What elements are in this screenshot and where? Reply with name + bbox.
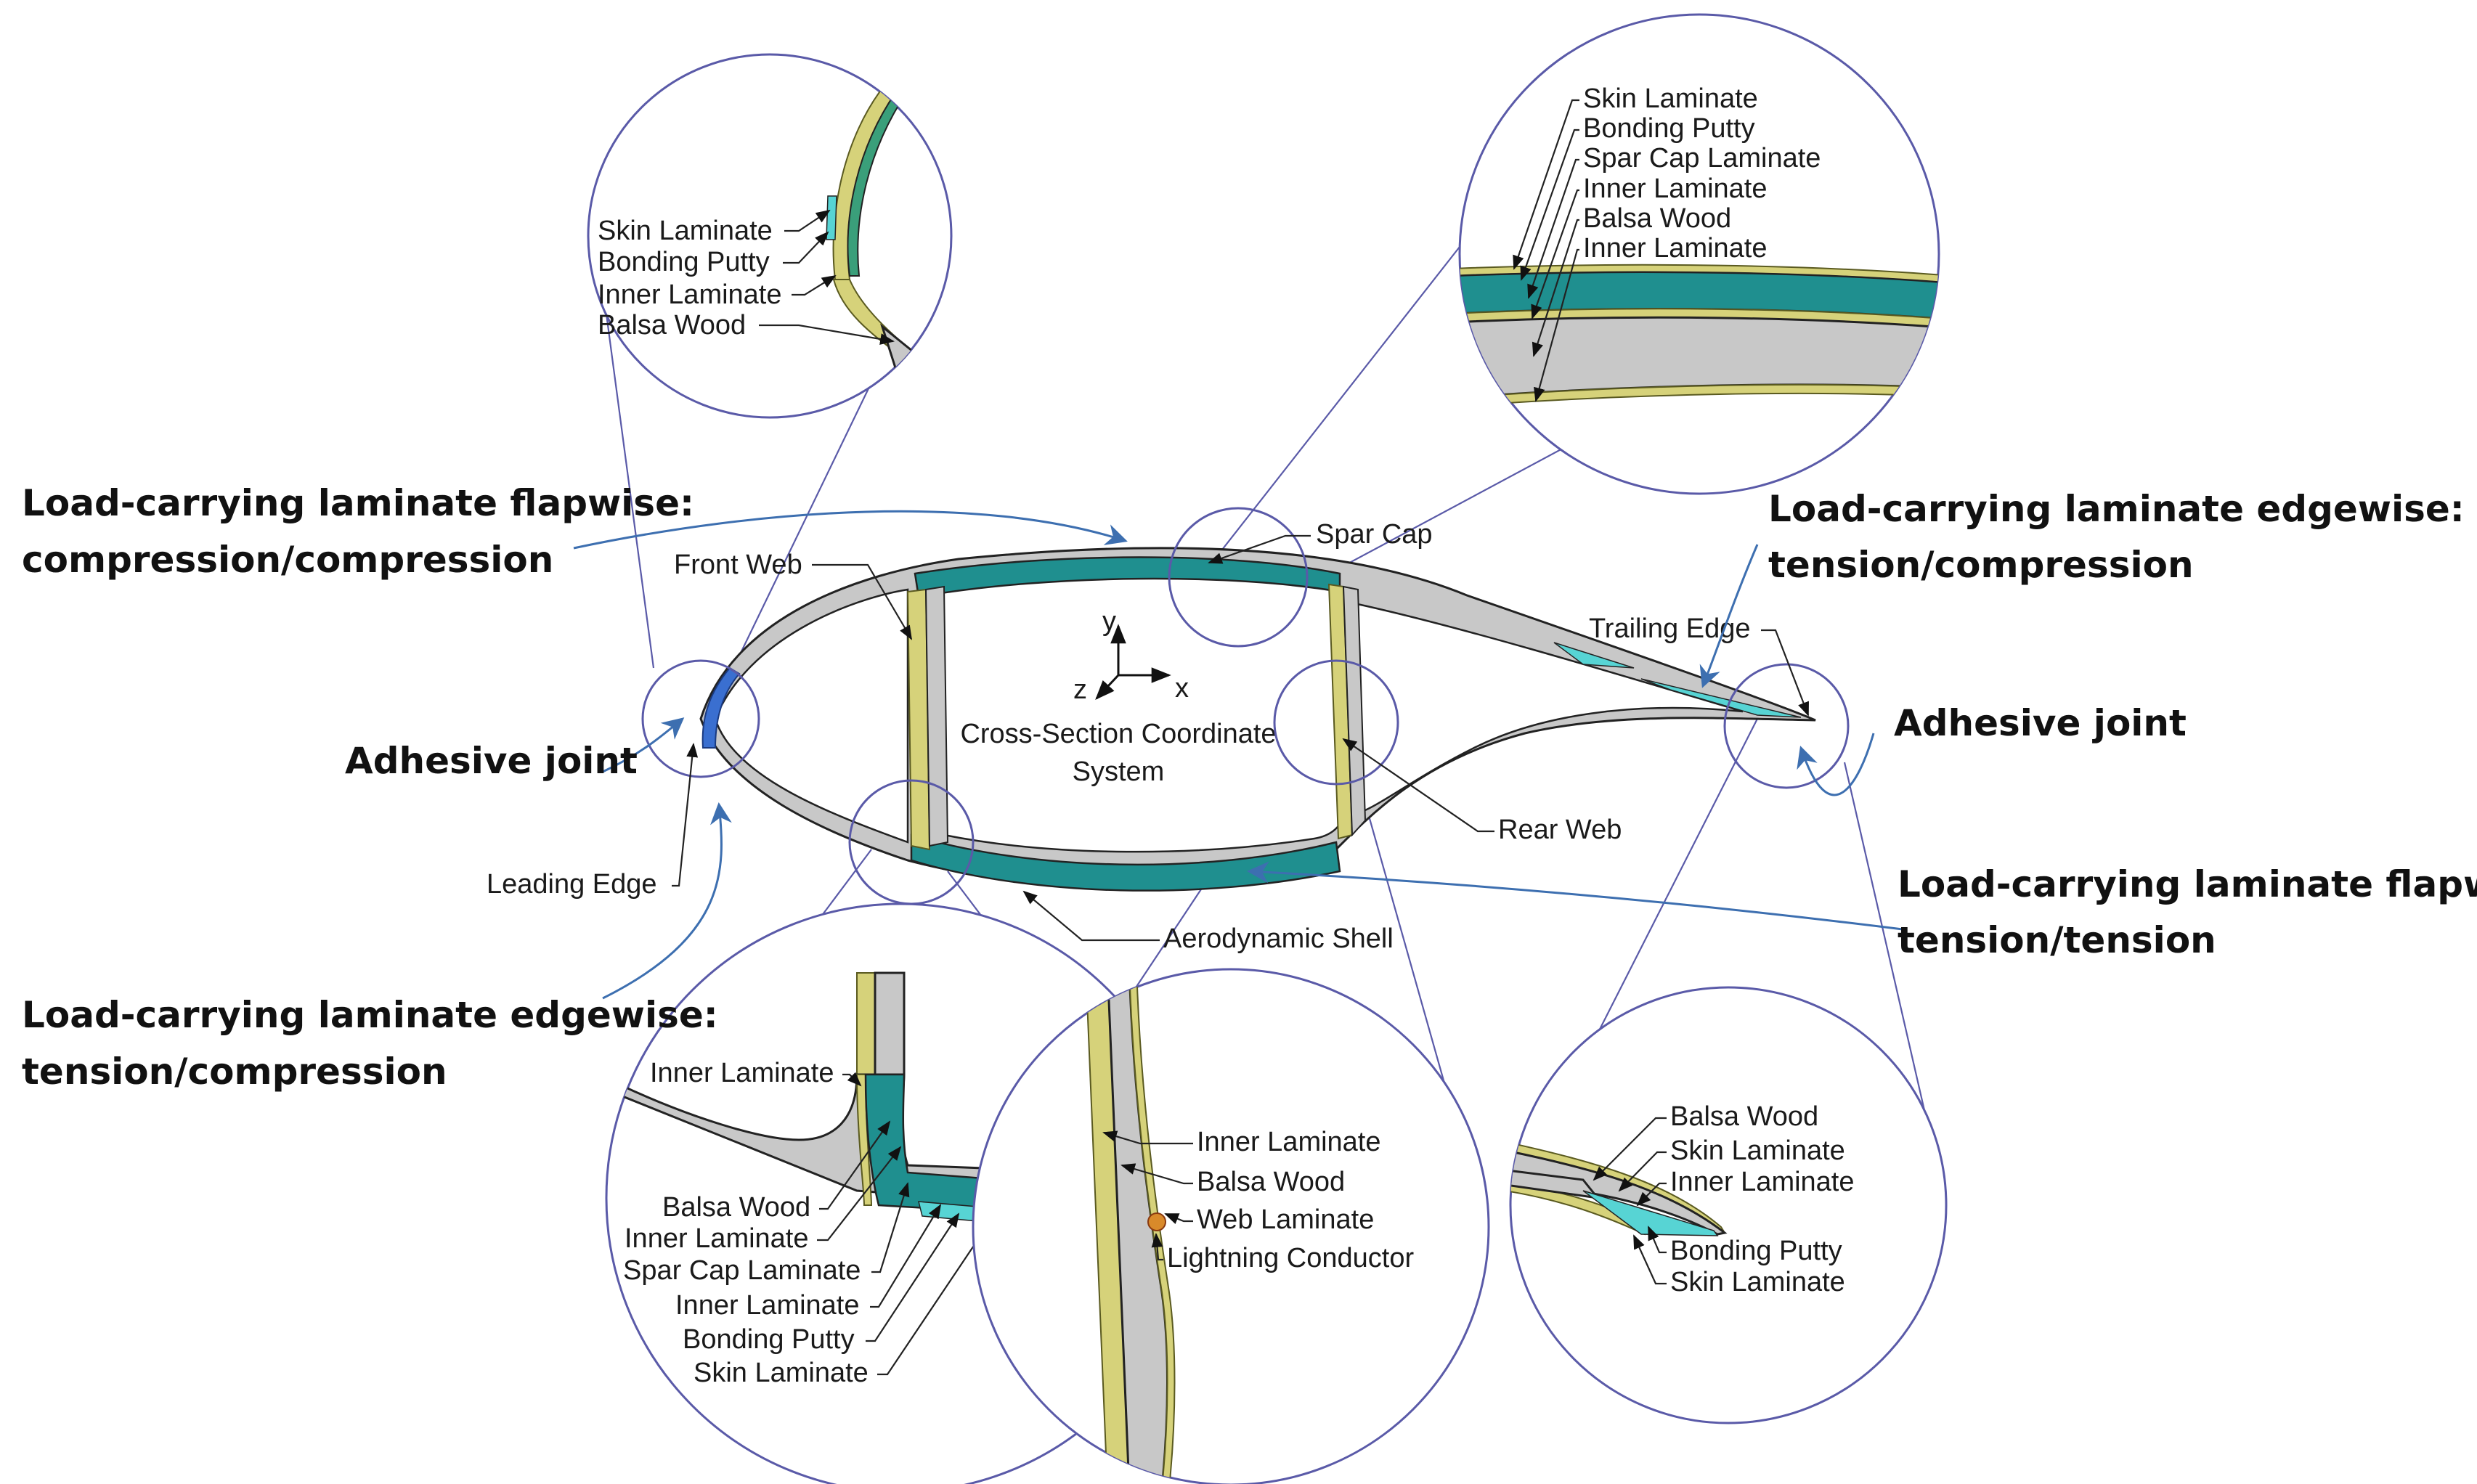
front-web-shape (906, 588, 931, 851)
flapwise-compression-line2: compression/compression (22, 539, 553, 581)
zoom-leading-edge: Skin Laminate Bonding Putty Inner Lamina… (587, 53, 953, 419)
web-label-3: Lightning Conductor (1167, 1243, 1414, 1273)
edgewise-right-line1: Load-carrying laminate edgewise: (1768, 488, 2465, 530)
lightning-conductor-dot (1147, 1212, 1166, 1231)
spar-cap-label: Spar Cap (1316, 519, 1433, 550)
axis-x-label: x (1175, 673, 1189, 704)
le-label-3: Balsa Wood (598, 310, 746, 341)
zoom-spar-cap: Skin Laminate Bonding Putty Spar Cap Lam… (1458, 13, 1940, 495)
trailing-edge-putty (1640, 678, 1802, 718)
te-label-1: Skin Laminate (1670, 1136, 1845, 1166)
adhesive-joint-right: Adhesive joint (1894, 702, 2187, 744)
sc-label-5: Inner Laminate (1583, 233, 1768, 264)
axis-y-label: y (1102, 606, 1116, 637)
web-label-1: Balsa Wood (1197, 1167, 1345, 1197)
flapwise-compression-line1: Load-carrying laminate flapwise: (22, 482, 694, 524)
main-part-labels: Front Web Spar Cap Trailing Edge Rear We… (487, 519, 1810, 954)
bl-label-2: Inner Laminate (625, 1223, 809, 1254)
le-label-2: Inner Laminate (598, 280, 782, 310)
te-label-4: Skin Laminate (1670, 1267, 1845, 1297)
trailing-edge-zoom-ring (1723, 663, 1850, 789)
aerodynamic-shell-label: Aerodynamic Shell (1163, 924, 1394, 954)
bl-label-6: Skin Laminate (694, 1358, 869, 1388)
bl-label-1: Balsa Wood (662, 1192, 810, 1223)
sc-label-1: Bonding Putty (1583, 113, 1755, 144)
coord-system-label-line1: Cross-Section Coordinate (960, 719, 1276, 749)
le-label-0: Skin Laminate (598, 216, 773, 246)
leading-edge-adhesive (701, 666, 741, 749)
te-label-0: Balsa Wood (1670, 1101, 1818, 1132)
trailing-edge-label: Trailing Edge (1589, 613, 1751, 644)
bl-label-0: Inner Laminate (650, 1058, 834, 1088)
rear-web-label: Rear Web (1498, 815, 1622, 845)
coordinate-system: y x z Cross-Section Coordinate System (960, 606, 1276, 787)
bl-label-5: Bonding Putty (683, 1324, 855, 1355)
zoom-web: Inner Laminate Balsa Wood Web Laminate L… (972, 968, 1490, 1484)
rear-web-zoom-ring (1273, 659, 1399, 786)
spar-cap-zoom-ring (1168, 507, 1309, 648)
sc-label-4: Balsa Wood (1583, 203, 1731, 234)
coord-system-label-line2: System (1073, 757, 1165, 787)
leading-edge-zoom-ring (641, 659, 760, 778)
airfoil-cross-section (699, 547, 1816, 892)
web-label-2: Web Laminate (1197, 1204, 1374, 1235)
le-label-1: Bonding Putty (598, 247, 770, 277)
sc-label-3: Inner Laminate (1583, 174, 1768, 204)
sc-label-2: Spar Cap Laminate (1583, 143, 1821, 174)
leading-edge-label: Leading Edge (487, 869, 657, 900)
bl-label-3: Spar Cap Laminate (623, 1255, 861, 1286)
te-label-2: Inner Laminate (1670, 1167, 1855, 1197)
web-label-0: Inner Laminate (1197, 1127, 1381, 1157)
edgewise-left-line1: Load-carrying laminate edgewise: (22, 994, 718, 1036)
sc-label-0: Skin Laminate (1583, 83, 1758, 114)
load-callout-arrows (573, 510, 1903, 1000)
front-web-label: Front Web (674, 550, 802, 580)
axis-z-label: z (1073, 674, 1087, 705)
load-callout-labels: Load-carrying laminate flapwise: compres… (22, 482, 2477, 1093)
lower-spar-cap (910, 833, 1341, 892)
zoom-trailing-edge: Balsa Wood Skin Laminate Inner Laminate … (1509, 986, 1948, 1424)
flapwise-tension-line2: tension/tension (1898, 919, 2216, 961)
te-label-3: Bonding Putty (1670, 1236, 1842, 1266)
bl-label-4: Inner Laminate (675, 1290, 860, 1321)
flapwise-tension-line1: Load-carrying laminate flapwise: (1898, 863, 2477, 905)
edgewise-left-line2: tension/compression (22, 1051, 447, 1093)
edgewise-right-line2: tension/compression (1768, 544, 2194, 586)
adhesive-joint-left: Adhesive joint (345, 740, 638, 782)
